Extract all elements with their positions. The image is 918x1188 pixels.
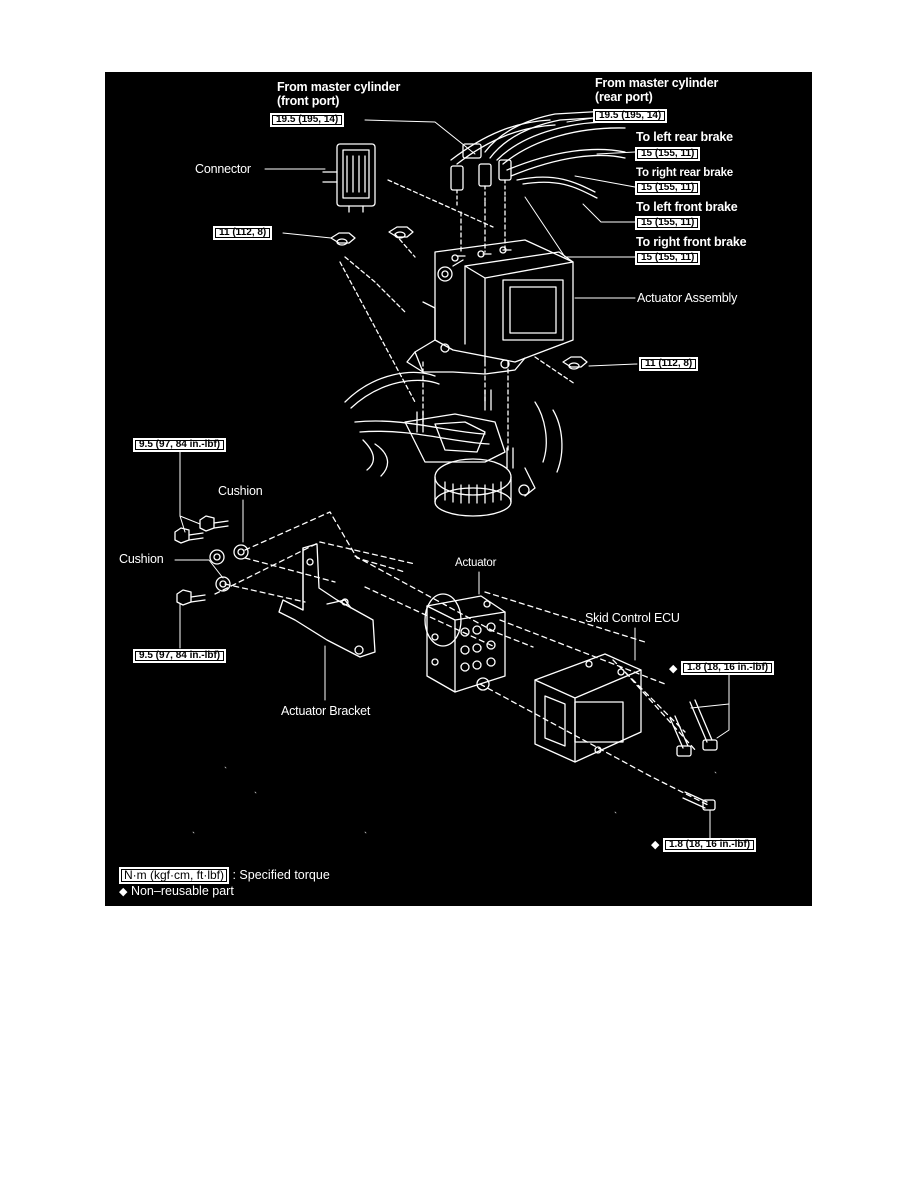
scan-specks bbox=[192, 766, 717, 834]
vehicle-body-panel bbox=[344, 371, 563, 517]
connector-part bbox=[322, 143, 376, 213]
legend-diamond-icon: ◆ bbox=[119, 886, 128, 898]
bracket-bolts bbox=[174, 515, 249, 606]
torque-ecu-lower: 1.8 (18, 16 in.-lbf) bbox=[663, 838, 757, 852]
master-front-label: From master cylinder (front port) bbox=[277, 80, 400, 108]
actuator-assembly-part bbox=[406, 239, 574, 375]
torque-master-rear: 19.5 (195, 14) bbox=[593, 109, 668, 123]
diagram-artwork bbox=[174, 109, 730, 841]
torque-right-front: 15 (155, 11) bbox=[635, 251, 701, 265]
torque-master-front: 19.5 (195, 14) bbox=[270, 113, 345, 127]
legend-unit-box: N·m (kgf·cm, ft·lbf) bbox=[119, 867, 229, 884]
tube-fittings bbox=[450, 143, 512, 209]
lower-guide-lines bbox=[214, 511, 711, 807]
right-rear-label: To right rear brake bbox=[636, 167, 733, 179]
ecu-screws bbox=[669, 699, 718, 811]
actuator-assembly-label: Actuator Assembly bbox=[637, 291, 738, 305]
legend-torque-row: N·m (kgf·cm, ft·lbf) : Specified torque bbox=[119, 867, 330, 884]
torque-right-rear: 15 (155, 11) bbox=[635, 181, 701, 195]
actuator-label: Actuator bbox=[455, 557, 497, 569]
actuator-bracket-label: Actuator Bracket bbox=[281, 704, 371, 718]
torque-nut-right: 11 (112, 8) bbox=[639, 357, 699, 371]
master-front-line-2: (front port) bbox=[277, 94, 340, 108]
master-rear-line-1: From master cylinder bbox=[595, 76, 719, 90]
torque-bolt-upper: 9.5 (97, 84 in.-lbf) bbox=[133, 438, 227, 452]
master-rear-line-2: (rear port) bbox=[595, 90, 653, 104]
legend-unit-text: : Specified torque bbox=[232, 868, 330, 882]
legend: N·m (kgf·cm, ft·lbf) : Specified torque … bbox=[119, 867, 330, 901]
legend-nonreusable-text: Non–reusable part bbox=[130, 884, 234, 898]
torque-nut-left: 11 (112, 8) bbox=[213, 226, 273, 240]
cushion-left-label: Cushion bbox=[119, 552, 164, 566]
non-reusable-diamond-icon: ◆ bbox=[651, 839, 660, 851]
torque-left-rear: 15 (155, 11) bbox=[635, 147, 701, 161]
abs-actuator-exploded-diagram: From master cylinder (front port) 19.5 (… bbox=[105, 72, 812, 906]
torque-bolt-lower: 9.5 (97, 84 in.-lbf) bbox=[133, 649, 227, 663]
master-front-line-1: From master cylinder bbox=[277, 80, 401, 94]
connector-label: Connector bbox=[195, 162, 251, 176]
torque-left-front: 15 (155, 11) bbox=[635, 216, 701, 230]
actuator-part bbox=[424, 593, 506, 693]
torque-ecu-upper: 1.8 (18, 16 in.-lbf) bbox=[681, 661, 775, 675]
left-rear-label: To left rear brake bbox=[636, 130, 733, 144]
actuator-bracket-part bbox=[278, 543, 376, 658]
right-front-label: To right front brake bbox=[636, 235, 747, 249]
mounting-nuts bbox=[330, 226, 588, 370]
non-reusable-diamond-icon: ◆ bbox=[669, 663, 678, 675]
skid-control-ecu-label: Skid Control ECU bbox=[585, 611, 680, 625]
cushion-top-label: Cushion bbox=[218, 484, 263, 498]
leader-lines bbox=[174, 117, 730, 841]
master-rear-label: From master cylinder (rear port) bbox=[595, 76, 718, 104]
left-front-label: To left front brake bbox=[636, 200, 738, 214]
skid-control-ecu-part bbox=[534, 653, 642, 763]
brake-tubes bbox=[450, 109, 626, 199]
legend-nonreusable-row: ◆ Non–reusable part bbox=[119, 884, 330, 901]
